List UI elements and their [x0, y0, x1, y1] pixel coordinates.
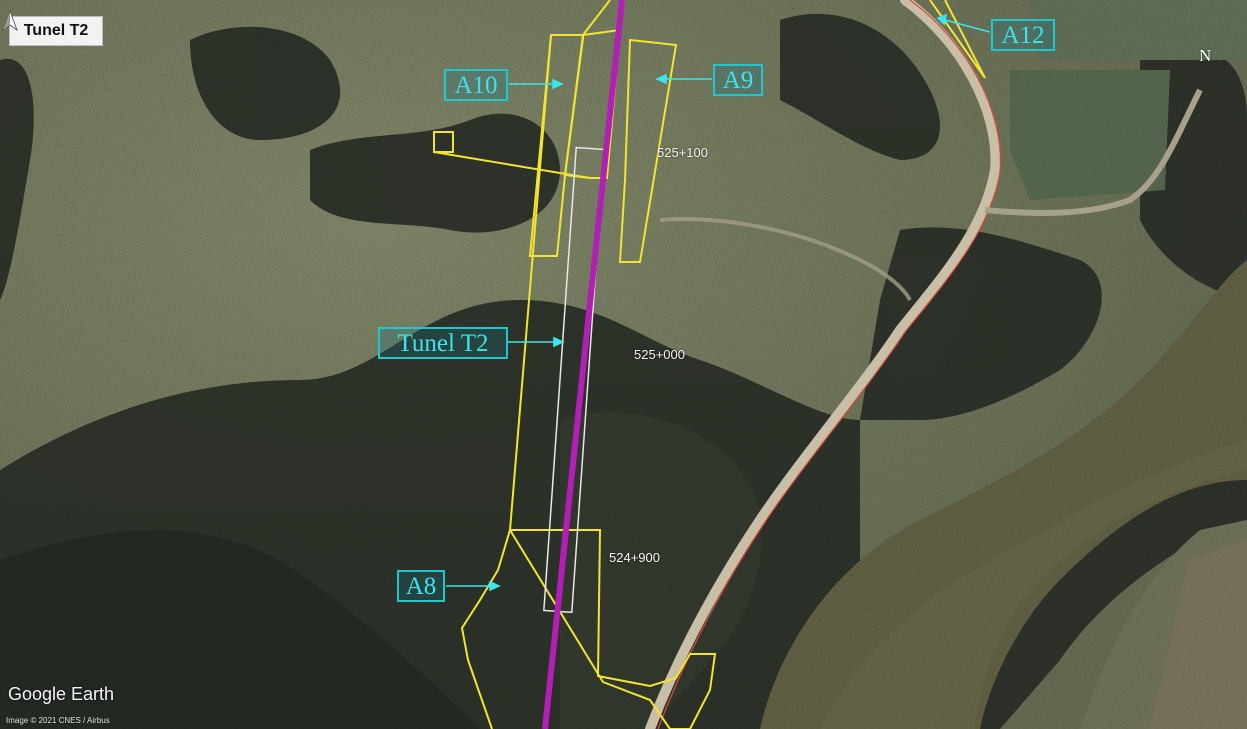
- google-earth-logo: Google Earth: [8, 684, 115, 704]
- parcel-a12-outline: [929, 0, 986, 79]
- alignment-axis: [542, 0, 625, 729]
- parcel-a8-outline: [508, 34, 717, 729]
- chainage-525-000: 525+000: [634, 347, 685, 362]
- label-a10: A10: [444, 69, 508, 101]
- parcel-connector: [433, 151, 591, 179]
- parcel-central-outline: [563, 28, 622, 179]
- north-label: N: [1199, 46, 1212, 65]
- imagery-credit: Image © 2021 CNES / Airbus: [6, 716, 110, 725]
- parcel-a8-west: [460, 529, 511, 729]
- map-title: Tunel T2: [9, 16, 103, 46]
- label-a9: A9: [713, 64, 763, 96]
- parcel-a9-outline: [618, 38, 678, 263]
- road: [645, 0, 1203, 729]
- callout-arrows: [446, 13, 991, 592]
- parcel-outlines: [433, 0, 986, 729]
- parcel-upper-link: [582, 0, 611, 36]
- label-a12: A12: [991, 19, 1055, 51]
- label-tunel-t2: Tunel T2: [378, 327, 508, 359]
- north-arrow-icon: [2, 9, 18, 32]
- chainage-525-100: 525+100: [657, 145, 708, 160]
- chainage-524-900: 524+900: [609, 550, 660, 565]
- parcel-small-square: [433, 131, 454, 153]
- label-a8: A8: [397, 570, 445, 602]
